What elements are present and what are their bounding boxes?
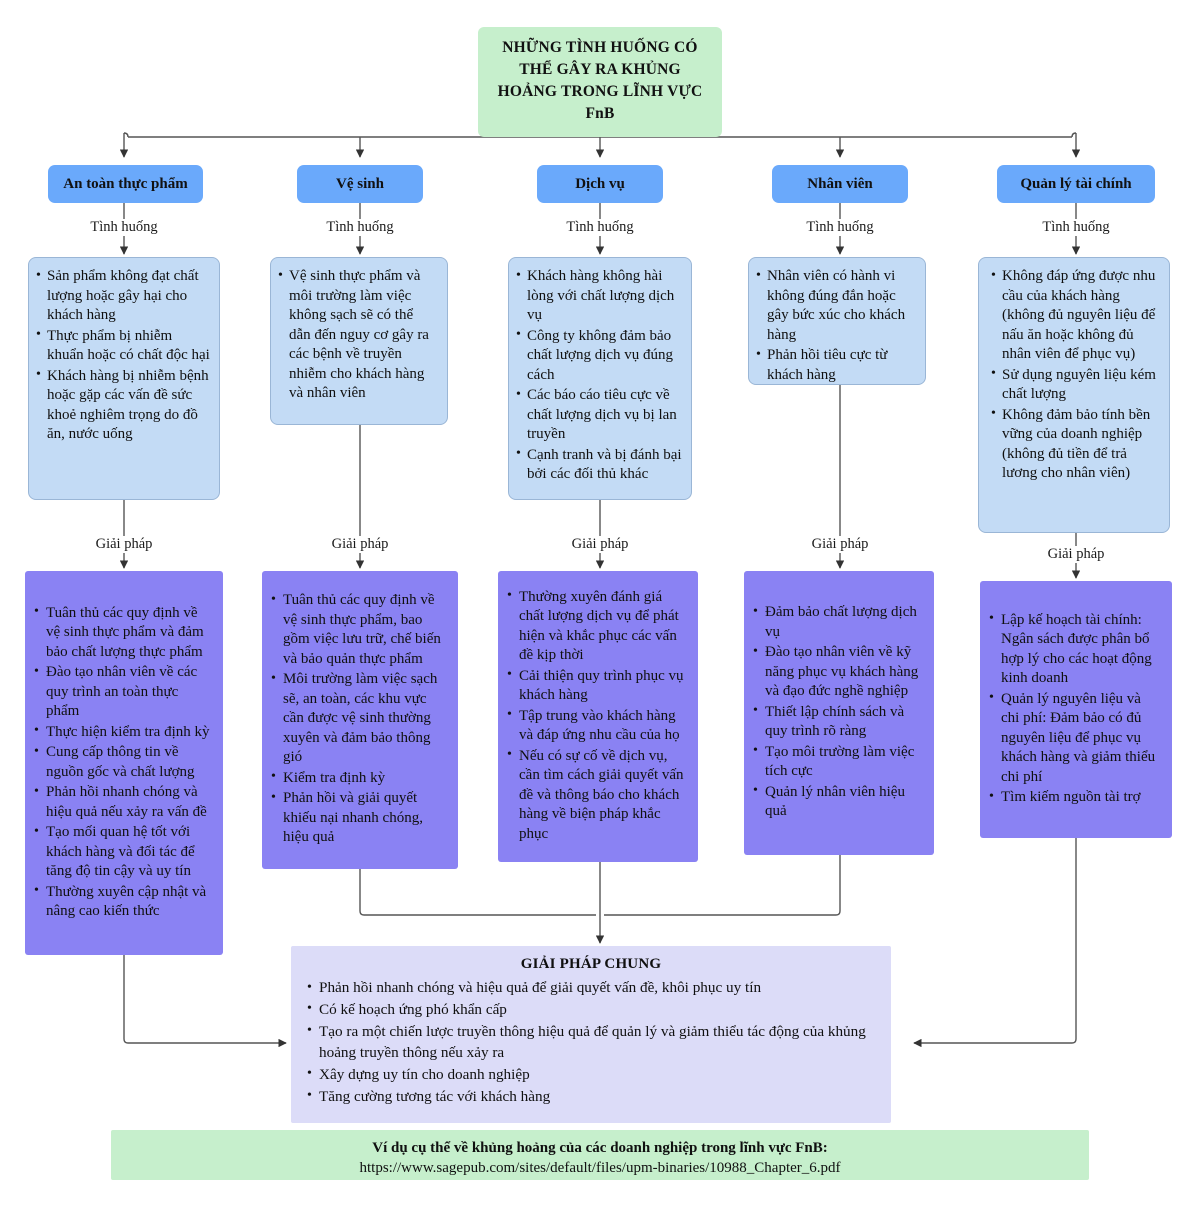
list-item: Không đảm bảo tính bền vững của doanh ng…	[991, 405, 1160, 484]
edge-label-solution-3: Giải pháp	[566, 536, 634, 553]
category-label-staff: Nhân viên	[807, 175, 873, 192]
situation-list-staff: Nhân viên có hành vi không đúng đắn hoặc…	[756, 267, 916, 385]
list-item: Công ty không đảm bảo chất lượng dịch vụ…	[516, 326, 682, 386]
list-item: Có kế hoạch ứng phó khẩn cấp	[307, 999, 875, 1021]
solution-list-staff: Đảm bảo chất lượng dịch vụ Đào tạo nhân …	[752, 603, 925, 823]
edge-sol2-merge	[359, 869, 596, 916]
list-item: Quản lý nhân viên hiệu quả	[752, 782, 925, 822]
list-item: Tạo ra một chiến lược truyền thông hiệu …	[307, 1021, 875, 1064]
situation-list-finance: Không đáp ứng được nhu cầu của khách hàn…	[991, 267, 1160, 484]
list-item: Thực hiện kiểm tra định kỳ	[33, 722, 214, 743]
list-item: Phản hồi nhanh chóng và hiệu quả để giải…	[307, 978, 875, 999]
situation-box-finance: Không đáp ứng được nhu cầu của khách hàn…	[978, 257, 1170, 533]
edge-label-solution-2: Giải pháp	[326, 536, 394, 553]
common-solution-list: Phản hồi nhanh chóng và hiệu quả để giải…	[307, 978, 875, 1108]
solution-box-food-safety: Tuân thủ các quy định về vệ sinh thực ph…	[25, 571, 223, 955]
category-label-finance: Quản lý tài chính	[1020, 175, 1132, 192]
list-item: Vệ sinh thực phẩm và môi trường làm việc…	[278, 267, 438, 404]
category-box-staff[interactable]: Nhân viên	[772, 165, 908, 203]
category-label-hygiene: Vệ sinh	[336, 175, 384, 192]
edge-label-situation-3: Tình huống	[561, 219, 639, 236]
list-item: Thường xuyên cập nhật và nâng cao kiến t…	[33, 882, 214, 922]
category-label-service: Dịch vụ	[575, 175, 625, 192]
edge-label-situation-2: Tình huống	[321, 219, 399, 236]
footer-reference-box: Ví dụ cụ thể về khủng hoảng của các doan…	[111, 1130, 1089, 1180]
list-item: Tìm kiếm nguồn tài trợ	[988, 788, 1163, 808]
chart-title-text: NHỮNG TÌNH HUỐNG CÓ THỂ GÂY RA KHỦNG HOẢ…	[497, 39, 703, 122]
list-item: Đảm bảo chất lượng dịch vụ	[752, 603, 925, 642]
situation-box-staff: Nhân viên có hành vi không đúng đắn hoặc…	[748, 257, 926, 385]
edge-label-solution-5: Giải pháp	[1042, 546, 1110, 563]
edge-label-situation-4: Tình huống	[801, 219, 879, 236]
solution-list-finance: Lập kế hoạch tài chính: Ngân sách được p…	[988, 610, 1163, 809]
solution-list-hygiene: Tuân thủ các quy định về vệ sinh thực ph…	[270, 591, 449, 849]
common-solution-box: GIẢI PHÁP CHUNG Phản hồi nhanh chóng và …	[291, 946, 891, 1123]
situation-list-service: Khách hàng không hài lòng với chất lượng…	[516, 267, 682, 485]
list-item: Tạo môi trường làm việc tích cực	[752, 742, 925, 782]
list-item: Tạo mối quan hệ tốt với khách hàng và đố…	[33, 823, 214, 882]
situation-list-food-safety: Sản phẩm không đạt chất lượng hoặc gây h…	[36, 267, 210, 445]
list-item: Cạnh tranh và bị đánh bại bởi các đối th…	[516, 445, 682, 485]
list-item: Các báo cáo tiêu cực về chất lượng dịch …	[516, 386, 682, 445]
solution-box-staff: Đảm bảo chất lượng dịch vụ Đào tạo nhân …	[744, 571, 934, 855]
list-item: Cải thiện quy trình phục vụ khách hàng	[506, 666, 689, 706]
solution-box-service: Thường xuyên đánh giá chất lượng dịch vụ…	[498, 571, 698, 862]
common-solution-title: GIẢI PHÁP CHUNG	[520, 956, 662, 972]
list-item: Lập kế hoạch tài chính: Ngân sách được p…	[988, 610, 1163, 689]
list-item: Sử dụng nguyên liệu kém chất lượng	[991, 365, 1160, 405]
solution-list-food-safety: Tuân thủ các quy định về vệ sinh thực ph…	[33, 603, 214, 923]
edge-label-solution-4: Giải pháp	[806, 536, 874, 553]
solution-box-hygiene: Tuân thủ các quy định về vệ sinh thực ph…	[262, 571, 458, 869]
category-box-finance[interactable]: Quản lý tài chính	[997, 165, 1155, 203]
edge-label-solution-1: Giải pháp	[90, 536, 158, 553]
list-item: Phản hồi và giải quyết khiếu nại nhanh c…	[270, 789, 449, 848]
edge-sol5-to-common	[913, 838, 1077, 1048]
list-item: Tuân thủ các quy định về vệ sinh thực ph…	[33, 603, 214, 663]
situation-box-food-safety: Sản phẩm không đạt chất lượng hoặc gây h…	[28, 257, 220, 500]
situation-box-service: Khách hàng không hài lòng với chất lượng…	[508, 257, 692, 500]
chart-title-box: NHỮNG TÌNH HUỐNG CÓ THỂ GÂY RA KHỦNG HOẢ…	[478, 27, 722, 137]
list-item: Khách hàng bị nhiễm bệnh hoặc gặp các vấ…	[36, 366, 210, 445]
list-item: Tăng cường tương tác với khách hàng	[307, 1086, 875, 1108]
category-box-service[interactable]: Dịch vụ	[537, 165, 663, 203]
list-item: Phản hồi nhanh chóng và hiệu quả nếu xảy…	[33, 783, 214, 822]
list-item: Nếu có sự cố về dịch vụ, cần tìm cách gi…	[506, 746, 689, 845]
edge-sol1-to-common	[123, 955, 287, 1048]
category-box-hygiene[interactable]: Vệ sinh	[297, 165, 423, 203]
edge-sol4-merge	[604, 855, 841, 916]
situation-list-hygiene: Vệ sinh thực phẩm và môi trường làm việc…	[278, 267, 438, 404]
list-item: Kiểm tra định kỳ	[270, 768, 449, 789]
list-item: Môi trường làm việc sạch sẽ, an toàn, cá…	[270, 670, 449, 768]
list-item: Thường xuyên đánh giá chất lượng dịch vụ…	[506, 587, 689, 666]
situation-box-hygiene: Vệ sinh thực phẩm và môi trường làm việc…	[270, 257, 448, 425]
list-item: Nhân viên có hành vi không đúng đắn hoặc…	[756, 267, 916, 345]
list-item: Đào tạo nhân viên về các quy trình an to…	[33, 663, 214, 722]
list-item: Thực phẩm bị nhiễm khuẩn hoặc có chất độ…	[36, 326, 210, 366]
list-item: Đào tạo nhân viên về kỹ năng phục vụ khá…	[752, 643, 925, 702]
edge-label-situation-1: Tình huống	[85, 219, 163, 236]
solution-list-service: Thường xuyên đánh giá chất lượng dịch vụ…	[506, 587, 689, 846]
footer-title-text: Ví dụ cụ thể về khủng hoảng của các doan…	[372, 1140, 828, 1156]
edge-label-situation-5: Tình huống	[1037, 219, 1115, 236]
list-item: Tuân thủ các quy định về vệ sinh thực ph…	[270, 591, 449, 669]
list-item: Thiết lập chính sách và quy trình rõ ràn…	[752, 702, 925, 742]
list-item: Cung cấp thông tin về nguồn gốc và chất …	[33, 743, 214, 782]
list-item: Khách hàng không hài lòng với chất lượng…	[516, 267, 682, 326]
category-label-food-safety: An toàn thực phẩm	[63, 175, 188, 192]
footer-url-link[interactable]: https://www.sagepub.com/sites/default/fi…	[359, 1160, 841, 1177]
list-item: Phản hồi tiêu cực từ khách hàng	[756, 346, 916, 385]
category-box-food-safety[interactable]: An toàn thực phẩm	[48, 165, 203, 203]
list-item: Sản phẩm không đạt chất lượng hoặc gây h…	[36, 267, 210, 326]
solution-box-finance: Lập kế hoạch tài chính: Ngân sách được p…	[980, 581, 1172, 838]
list-item: Xây dựng uy tín cho doanh nghiệp	[307, 1064, 875, 1086]
list-item: Tập trung vào khách hàng và đáp ứng nhu …	[506, 706, 689, 746]
list-item: Không đáp ứng được nhu cầu của khách hàn…	[991, 267, 1160, 365]
list-item: Quản lý nguyên liệu và chi phí: Đảm bảo …	[988, 689, 1163, 788]
